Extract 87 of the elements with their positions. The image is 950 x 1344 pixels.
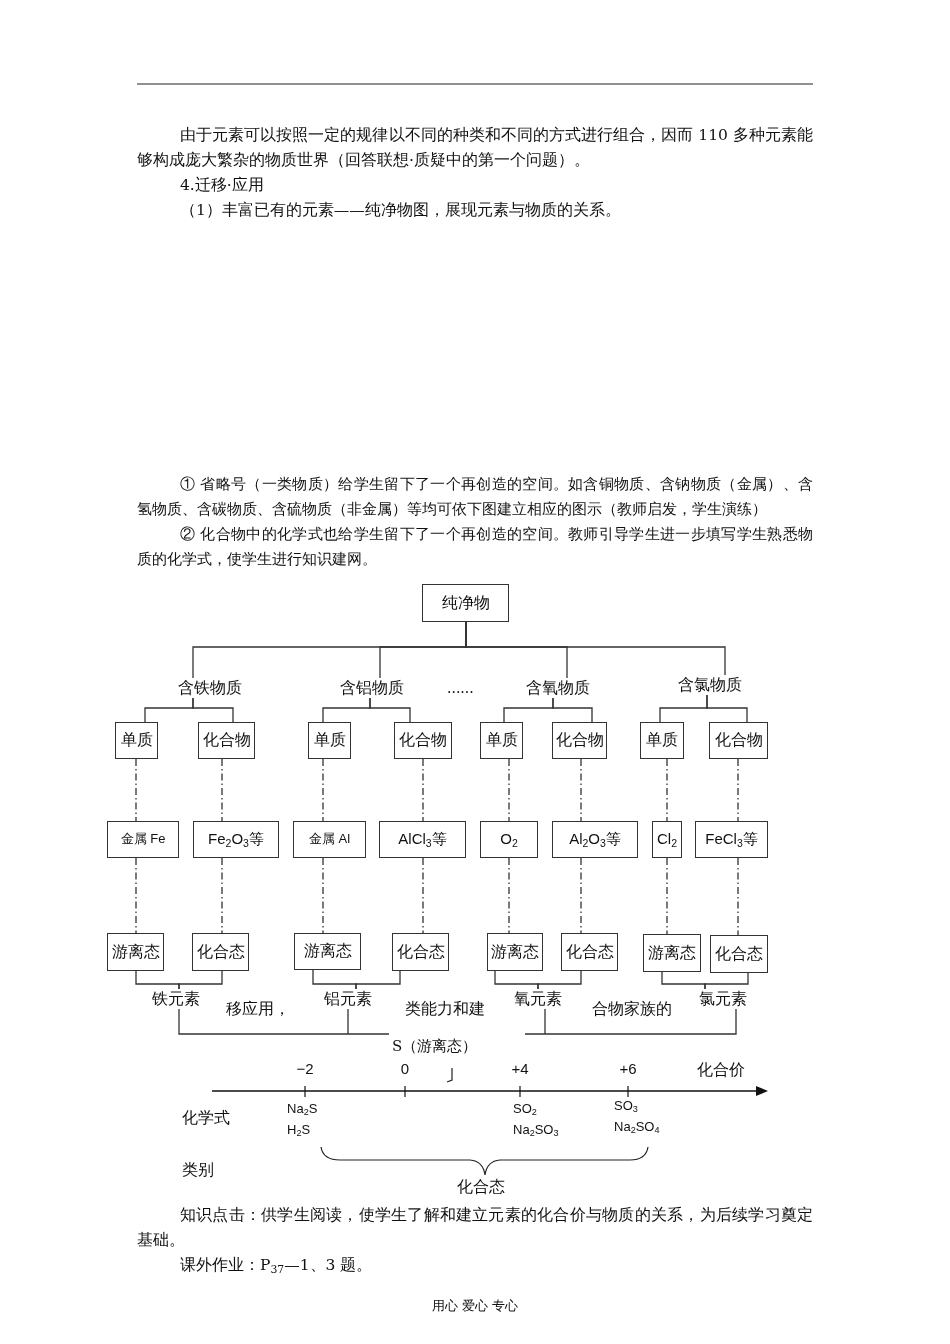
category-label: 含氯物质 [676,675,744,695]
type-box: 化合物 [394,722,452,759]
type-box: 化合物 [709,722,768,759]
axis-note: S（游离态） [392,1037,478,1056]
dash-dot-line [580,758,582,822]
state-box: 游离态 [107,933,164,971]
formula-label: SO$_{2}$ [513,1101,537,1118]
type-box: 单质 [308,722,351,759]
formula-label: SO$_{3}$ [614,1098,638,1115]
tick-label: −2 [295,1060,315,1079]
connector-line [369,697,411,723]
state-box: 游离态 [294,933,361,970]
category-label: 含铝物质 [338,678,406,698]
dash-dot-line [221,857,223,934]
example-box: O$_{2}$ [480,821,538,858]
connector-line [704,972,749,990]
dash-dot-line [508,758,510,822]
element-label: 氯元素 [697,989,749,1009]
state-box: 化合态 [710,935,768,973]
example-box: AlCl$_{3}$等 [379,821,466,858]
connector-line [355,970,401,990]
root-box: 纯净物 [422,584,509,622]
axis-title: 化合价 [697,1060,745,1080]
type-box: 化合物 [198,722,255,759]
dash-dot-line [508,857,510,934]
category-label: 含氧物质 [524,678,592,698]
tick-label: +4 [510,1060,530,1079]
formula-label: Na$_{2}$S [287,1101,318,1118]
row-label: 类别 [182,1160,214,1180]
state-box: 化合态 [392,933,449,971]
connector-line [178,970,223,990]
connector-line [524,1008,737,1035]
row-label: 化学式 [182,1108,230,1128]
connector-line [552,697,593,723]
formula-label: H$_{2}$S [287,1122,311,1139]
dash-dot-line [221,758,223,822]
category-label: 含铁物质 [176,678,244,698]
example-box: 金属 Fe [107,821,179,858]
brace-label: 化合态 [457,1177,505,1197]
connector-line [178,1008,390,1035]
element-label: 铁元素 [150,989,202,1009]
body-paragraph: 知识点击：供学生阅读，使学生了解和建立元素的化合价与物质的关系，为后续学习奠定基础。 [137,1205,813,1251]
dash-dot-line [580,857,582,934]
type-box: 化合物 [552,722,607,759]
example-box: FeCl$_{3}$等 [695,821,768,858]
example-box: 金属 Al [293,821,366,858]
state-box: 化合态 [192,933,249,971]
dash-dot-line [135,857,137,934]
dash-dot-line [135,758,137,822]
type-box: 单质 [480,722,523,759]
dash-dot-line [737,758,739,822]
dash-dot-line [737,857,739,936]
state-box: 游离态 [643,934,701,972]
example-box: Fe$_{2}$O$_{3}$等 [193,821,279,858]
connector-line [706,694,748,723]
tick-label: 0 [399,1060,411,1079]
element-label: 氧元素 [512,989,564,1009]
body-paragraph: ② 化合物中的化学式也给学生留下了一个再创造的空间。教师引导学生进一步填写学生熟悉物质的化学式，使学生进行知识建网。 [137,524,813,570]
ellipsis-text: ...... [447,680,474,698]
connector-line [192,697,234,723]
type-box: 单质 [115,722,158,759]
footer-text: 用心 爱心 专心 [430,1298,520,1315]
type-box: 单质 [640,722,684,759]
example-box: Al$_{2}$O$_{3}$等 [552,821,638,858]
dash-dot-line [666,857,668,935]
text-fragment: 移应用， [226,999,290,1019]
body-paragraph: 由于元素可以按照一定的规律以不同的种类和不同的方式进行组合，因而 110 多种元素能够构成庞大繁杂的物质世界（回答联想·质疑中的第一个问题）。 [137,125,813,171]
state-box: 化合态 [561,933,618,971]
tick-label: +6 [618,1060,638,1079]
dash-dot-line [322,857,324,934]
body-paragraph: 课外作业：P$_{37}$—1、3 题。 [179,1255,374,1278]
body-paragraph: （1）丰富已有的元素——纯净物图，展现元素与物质的关系。 [179,200,622,221]
dash-dot-line [322,758,324,822]
connector-line [465,621,726,676]
example-box: Cl$_{2}$ [652,821,682,858]
text-fragment: 合物家族的 [592,999,672,1019]
formula-label: Na$_{2}$SO$_{4}$ [614,1119,660,1136]
dash-dot-line [422,758,424,822]
text-fragment: 类能力和建 [405,999,485,1019]
dash-dot-line [422,857,424,934]
formula-label: Na$_{2}$SO$_{3}$ [513,1122,559,1139]
dash-dot-line [666,758,668,822]
element-label: 铝元素 [322,989,374,1009]
body-paragraph: ① 省略号（一类物质）给学生留下了一个再创造的空间。如含铜物质、含钠物质（金属）、含氢物质、含碳物质、含硫物质（非金属）等均可依下图建立相应的图示（教师启发，学生演练） [137,474,813,520]
section-heading: 4.迁移·应用 [179,175,265,196]
state-box: 游离态 [487,933,543,971]
connector-line [537,970,582,990]
